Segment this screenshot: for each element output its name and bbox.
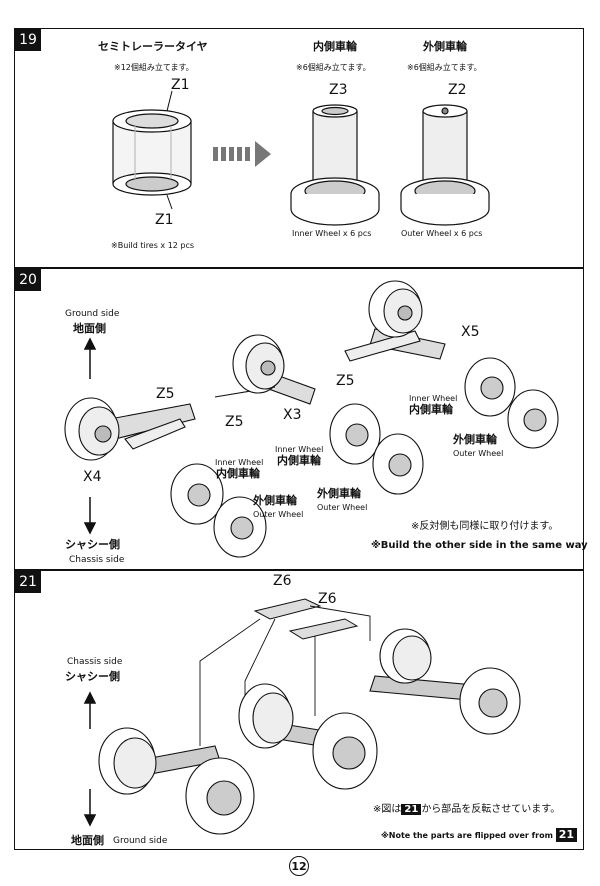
label-ground-side-en: Ground side [113,836,168,846]
axle-rear [369,628,521,735]
caption-build-tires: ※Build tires x 12 pcs [111,241,195,250]
part-label-z5-a: Z5 [156,386,175,402]
label-chassis-side-jp: シャシー側 [65,670,120,683]
label-outer-wheel-en-1: Outer Wheel [253,510,304,519]
part-label-z1-top: Z1 [171,77,190,93]
step-20-panel: 20 [14,268,588,570]
step-20-illustration [64,280,559,558]
part-label-z6-b: Z6 [318,591,337,607]
step-number: 19 [15,29,41,51]
axle-right [344,280,559,449]
note-assemble-6-inner: ※6個組み立てます。 [296,63,371,72]
tire-assembly-z1 [112,109,192,196]
part-label-z6-a: Z6 [273,573,292,589]
note-flipped-jp-pre: ※図は [373,804,402,815]
axle-front [98,727,255,835]
axle-middle [214,334,424,495]
part-label-z5-c: Z5 [336,373,355,389]
axle-left [64,397,267,558]
outer-wheel-z2 [400,104,490,226]
label-inner-wheel-en-2: Inner Wheel [275,445,324,454]
part-label-z1-bottom: Z1 [155,212,174,228]
dashed-arrow [213,141,271,167]
step-21-panel: 21 [14,570,584,850]
caption-inner-wheel: Inner Wheel x 6 pcs [292,229,372,238]
part-label-z5-b: Z5 [225,414,244,430]
part-z6 [253,598,359,640]
step-number: 20 [15,269,41,291]
label-chassis-side-en: Chassis side [67,657,123,667]
step-19-panel: 19 [14,28,584,268]
label-ground-side-jp: 地面側 [73,322,106,335]
title-outer-wheel: 外側車輪 [423,40,467,53]
label-ground-side-jp: 地面側 [71,834,104,847]
note-other-side-en: ※Build the other side in the same way [371,540,588,551]
label-ground-side-en: Ground side [65,309,120,319]
label-inner-wheel-jp-3: 内側車輪 [409,403,453,416]
note-flipped-jp-post: から部品を反転させています。 [421,804,561,815]
part-label-z2: Z2 [448,82,467,98]
direction-arrows [83,337,97,535]
part-label-x3: X3 [283,407,302,423]
label-outer-wheel-en-3: Outer Wheel [453,449,504,458]
step-number: 21 [15,571,41,593]
inner-wheel-z3 [290,104,380,226]
label-chassis-side-jp: シャシー側 [65,538,120,551]
label-outer-wheel-jp-1: 外側車輪 [253,494,297,507]
note-assemble-12: ※12個組み立てます。 [114,63,194,72]
note-flipped-en: ※Note the parts are flipped over from 21 [381,828,578,843]
label-inner-wheel-jp-2: 内側車輪 [277,454,321,467]
part-label-x5: X5 [461,324,480,340]
direction-arrows [83,691,97,827]
title-semi-trailer-tire: セミトレーラータイヤ [98,40,208,53]
label-inner-wheel-en-1: Inner Wheel [215,458,264,467]
note-other-side-jp: ※反対側も同様に取り付けます。 [411,521,559,532]
note-flipped-en-text: ※Note the parts are flipped over from [381,831,553,840]
label-chassis-side-en: Chassis side [69,555,125,565]
title-inner-wheel: 内側車輪 [313,40,357,53]
note-assemble-6-outer: ※6個組み立てます。 [407,63,482,72]
step-21-illustration [83,598,521,835]
step-ref-badge-en: 21 [555,828,578,842]
label-outer-wheel-en-2: Outer Wheel [317,503,368,512]
label-inner-wheel-en-3: Inner Wheel [409,394,458,403]
label-outer-wheel-jp-2: 外側車輪 [317,487,361,500]
part-label-x4: X4 [83,469,102,485]
step-ref-badge: 21 [401,804,422,815]
axle-middle [238,683,378,790]
step-19-illustration [112,90,490,226]
label-inner-wheel-jp-1: 内側車輪 [216,467,260,480]
caption-outer-wheel: Outer Wheel x 6 pcs [401,229,483,238]
page-number: 12 [289,856,309,876]
label-outer-wheel-jp-3: 外側車輪 [453,433,497,446]
part-label-z3: Z3 [329,82,348,98]
